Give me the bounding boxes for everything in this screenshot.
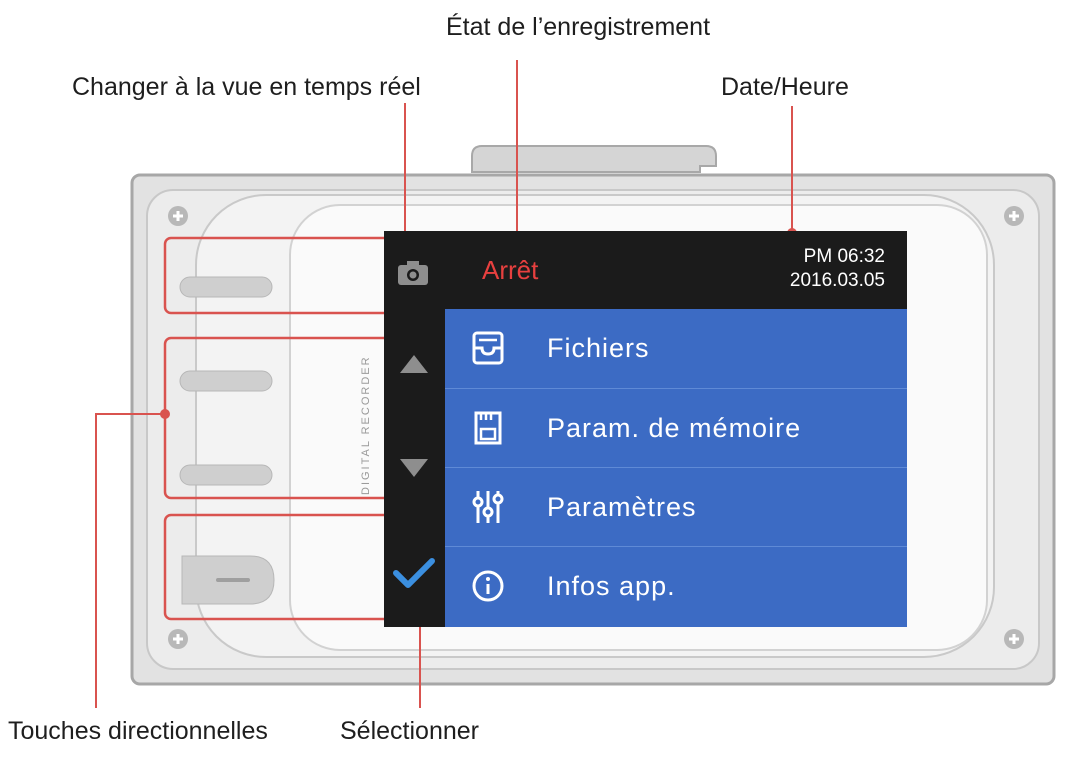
callout-direction-keys: Touches directionnelles [8,717,268,745]
menu-item-label: Paramètres [547,492,697,522]
datetime-display: PM 06:32 2016.03.05 [790,245,885,293]
callout-recording-state: État de l’enregistrement [446,13,711,41]
sliders-icon [472,491,504,523]
check-icon [393,558,435,588]
menu-item-files[interactable]: Fichiers [445,309,907,388]
callout-datetime: Date/Heure [721,73,849,101]
arrow-down-icon [400,459,428,477]
arrow-up-icon [400,355,428,373]
screw-bottom-right-icon [1004,629,1024,649]
inbox-tray-icon [472,331,504,365]
screen-side-strip [384,231,445,627]
menu-item-label: Param. de mémoire [547,413,802,443]
date-text: 2016.03.05 [789,270,885,291]
status-bar: Arrêt PM 06:32 2016.03.05 [445,231,907,309]
device-side-label: DIGITAL RECORDER [360,355,372,495]
callout-live-view: Changer à la vue en temps réel [72,73,421,101]
callout-select: Sélectionner [340,717,479,745]
hw-button-camera [179,276,273,298]
menu-item-app-info[interactable]: Infos app. [445,546,907,625]
screw-top-right-icon [1004,206,1024,226]
menu-item-settings[interactable]: Paramètres [445,467,907,546]
camera-icon [398,261,428,285]
recording-status: Arrêt [482,255,539,285]
menu-item-label: Infos app. [547,571,676,601]
screw-bottom-left-icon [168,629,188,649]
menu-item-label: Fichiers [547,333,650,363]
hw-button-down [179,464,273,486]
hw-button-up [179,370,273,392]
main-menu: Fichiers Param. de mémoire Paramètres In… [445,309,907,627]
info-circle-icon [472,570,504,602]
screw-top-left-icon [168,206,188,226]
sd-card-icon [474,411,502,445]
time-text: PM 06:32 [803,246,885,267]
mount-bracket [471,145,717,173]
menu-item-storage[interactable]: Param. de mémoire [445,388,907,467]
